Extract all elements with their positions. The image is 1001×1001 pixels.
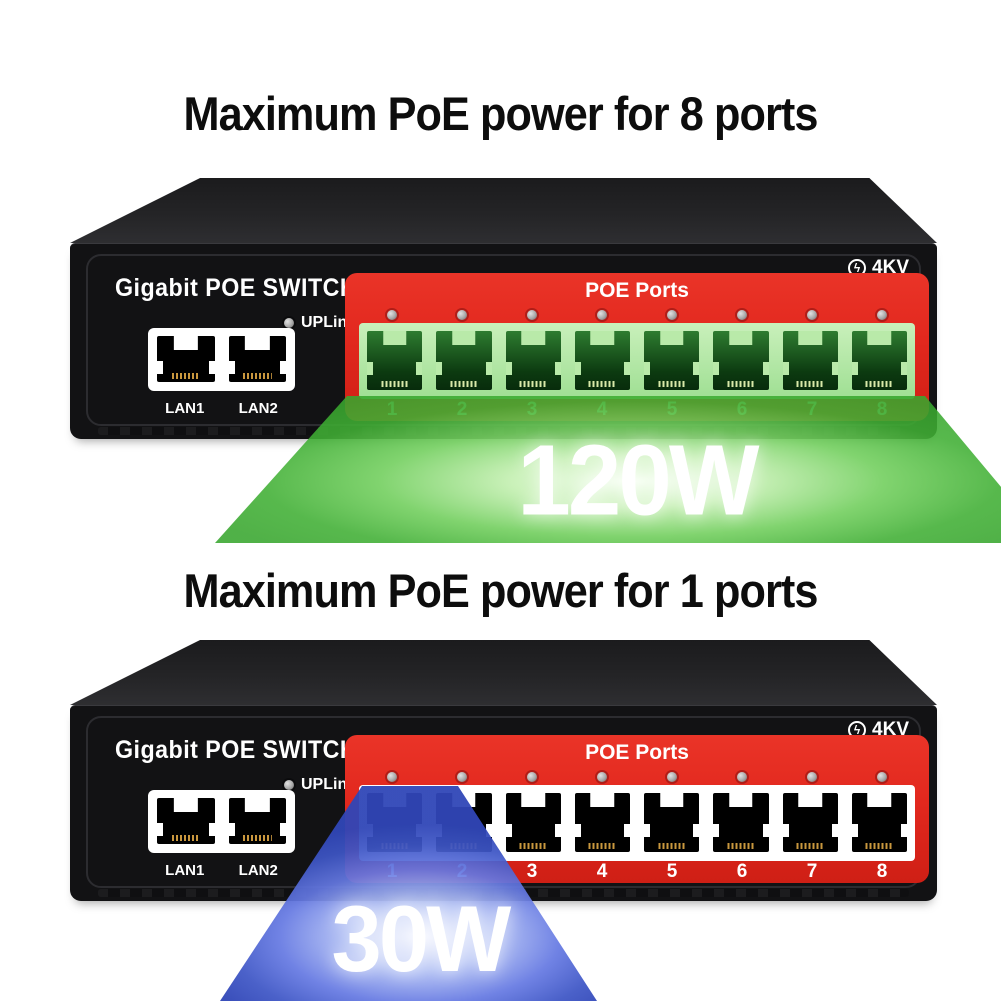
port-number-3: 3 — [526, 861, 538, 882]
poe-port-led-8 — [877, 310, 887, 320]
gold-pins — [727, 843, 755, 849]
gold-pins — [450, 381, 478, 387]
poe-port-4 — [570, 327, 635, 395]
poe-port-3 — [501, 789, 566, 857]
lan1-label: LAN1 — [165, 862, 205, 879]
gold-pins — [588, 381, 617, 387]
lan1-port — [152, 794, 220, 849]
poe-port-led-6 — [737, 772, 747, 782]
device-top-face — [70, 178, 937, 243]
uplink-led-left — [284, 780, 294, 790]
poe-port-2 — [431, 327, 496, 395]
poe-port-1 — [362, 327, 427, 395]
gold-pins — [727, 381, 755, 387]
brand-label: Gigabit POE SWITCH — [115, 736, 358, 764]
lan2-label: LAN2 — [238, 400, 278, 417]
gold-pins — [796, 381, 824, 387]
poe-port-led-3 — [527, 772, 537, 782]
surge-label: 4KV — [872, 719, 909, 740]
device-top-face — [70, 640, 937, 705]
poe-port-led-2 — [457, 772, 467, 782]
gold-pins — [519, 381, 547, 387]
poe-port-led-4 — [597, 772, 607, 782]
brand-label: Gigabit POE SWITCH — [115, 274, 358, 302]
poe-port-4 — [570, 789, 635, 857]
port-number-7: 7 — [806, 861, 818, 882]
poe-port-led-2 — [457, 310, 467, 320]
poe-port-3 — [501, 327, 566, 395]
power-beam-green: 120W — [215, 396, 1001, 543]
lan-labels: LAN1 LAN2 — [148, 862, 295, 879]
lan1-label: LAN1 — [165, 400, 205, 417]
poe-port-5 — [639, 789, 704, 857]
gold-pins — [243, 835, 272, 841]
gold-pins — [380, 381, 409, 387]
poe-port-6 — [708, 327, 773, 395]
poe-port-led-1 — [387, 310, 397, 320]
gold-pins — [657, 843, 686, 849]
poe-port-led-3 — [527, 310, 537, 320]
gold-pins — [796, 843, 824, 849]
poe-port-8 — [847, 327, 912, 395]
port-number-4: 4 — [596, 861, 608, 882]
poe-panel-title: POE Ports — [585, 279, 689, 302]
gold-pins — [865, 381, 894, 387]
beam-wattage-label-120w: 120W — [517, 424, 760, 537]
port-number-5: 5 — [666, 861, 678, 882]
gold-pins — [657, 381, 686, 387]
poe-port-led-1 — [387, 772, 397, 782]
poe-port-led-5 — [667, 310, 677, 320]
poe-port-8 — [847, 789, 912, 857]
poe-panel-title: POE Ports — [585, 741, 689, 764]
poe-port-5 — [639, 327, 704, 395]
poe-port-led-7 — [807, 772, 817, 782]
poe-port-6 — [708, 789, 773, 857]
gold-pins — [243, 373, 272, 379]
gold-pins — [519, 843, 547, 849]
poe-port-led-8 — [877, 772, 887, 782]
gold-pins — [588, 843, 617, 849]
poe-port-led-4 — [597, 310, 607, 320]
uplink-label: UPLink — [301, 776, 357, 793]
poe-led-row — [359, 772, 915, 782]
poe-port-7 — [778, 789, 843, 857]
uplink-ports-block — [148, 328, 295, 391]
gold-pins — [865, 843, 894, 849]
gold-pins — [171, 835, 200, 841]
lan2-port — [224, 332, 292, 387]
section-1-title: Maximum PoE power for 8 ports — [183, 87, 818, 140]
beam-wattage-label-30w: 30W — [331, 885, 511, 991]
lan1-port — [152, 332, 220, 387]
poe-port-led-7 — [807, 310, 817, 320]
poe-port-7 — [778, 327, 843, 395]
gold-pins — [171, 373, 200, 379]
lan2-port — [224, 794, 292, 849]
uplink-ports-block — [148, 790, 295, 853]
poe-port-led-5 — [667, 772, 677, 782]
section-2-title: Maximum PoE power for 1 ports — [183, 564, 818, 617]
uplink-label: UPLink — [301, 314, 357, 331]
poe-ports-row — [359, 323, 915, 399]
port-number-6: 6 — [736, 861, 748, 882]
poe-led-row — [359, 310, 915, 320]
lan-labels: LAN1 LAN2 — [148, 400, 295, 417]
lan2-label: LAN2 — [238, 862, 278, 879]
surge-label: 4KV — [872, 257, 909, 278]
uplink-led-left — [284, 318, 294, 328]
poe-port-led-6 — [737, 310, 747, 320]
port-number-8: 8 — [876, 861, 888, 882]
